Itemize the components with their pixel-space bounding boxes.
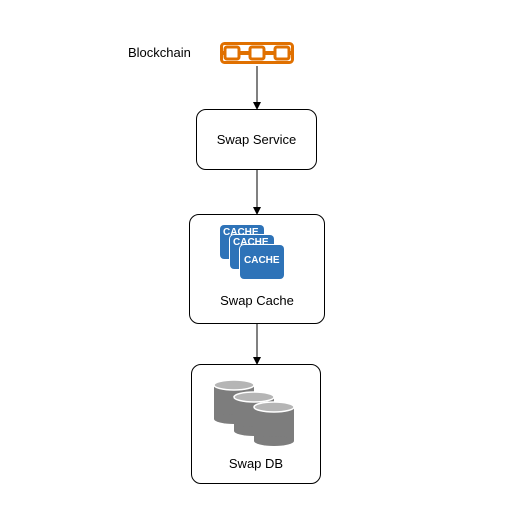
swap-cache-label: Swap Cache bbox=[220, 293, 294, 308]
cache-icon: CACHE CACHE CACHE bbox=[220, 225, 290, 285]
database-cylinder-3 bbox=[253, 401, 295, 446]
swap-service-label: Swap Service bbox=[216, 132, 297, 147]
swap-cache-node[interactable]: CACHE CACHE CACHE Swap Cache bbox=[189, 214, 325, 324]
swap-service-node[interactable]: Swap Service bbox=[196, 109, 317, 170]
blockchain-icon bbox=[220, 42, 294, 64]
blockchain-label: Blockchain bbox=[128, 45, 191, 60]
cache-card-3: CACHE bbox=[240, 245, 284, 279]
swap-db-node[interactable]: Swap DB bbox=[191, 364, 321, 484]
swap-db-label: Swap DB bbox=[228, 456, 284, 471]
database-icon bbox=[213, 379, 295, 446]
